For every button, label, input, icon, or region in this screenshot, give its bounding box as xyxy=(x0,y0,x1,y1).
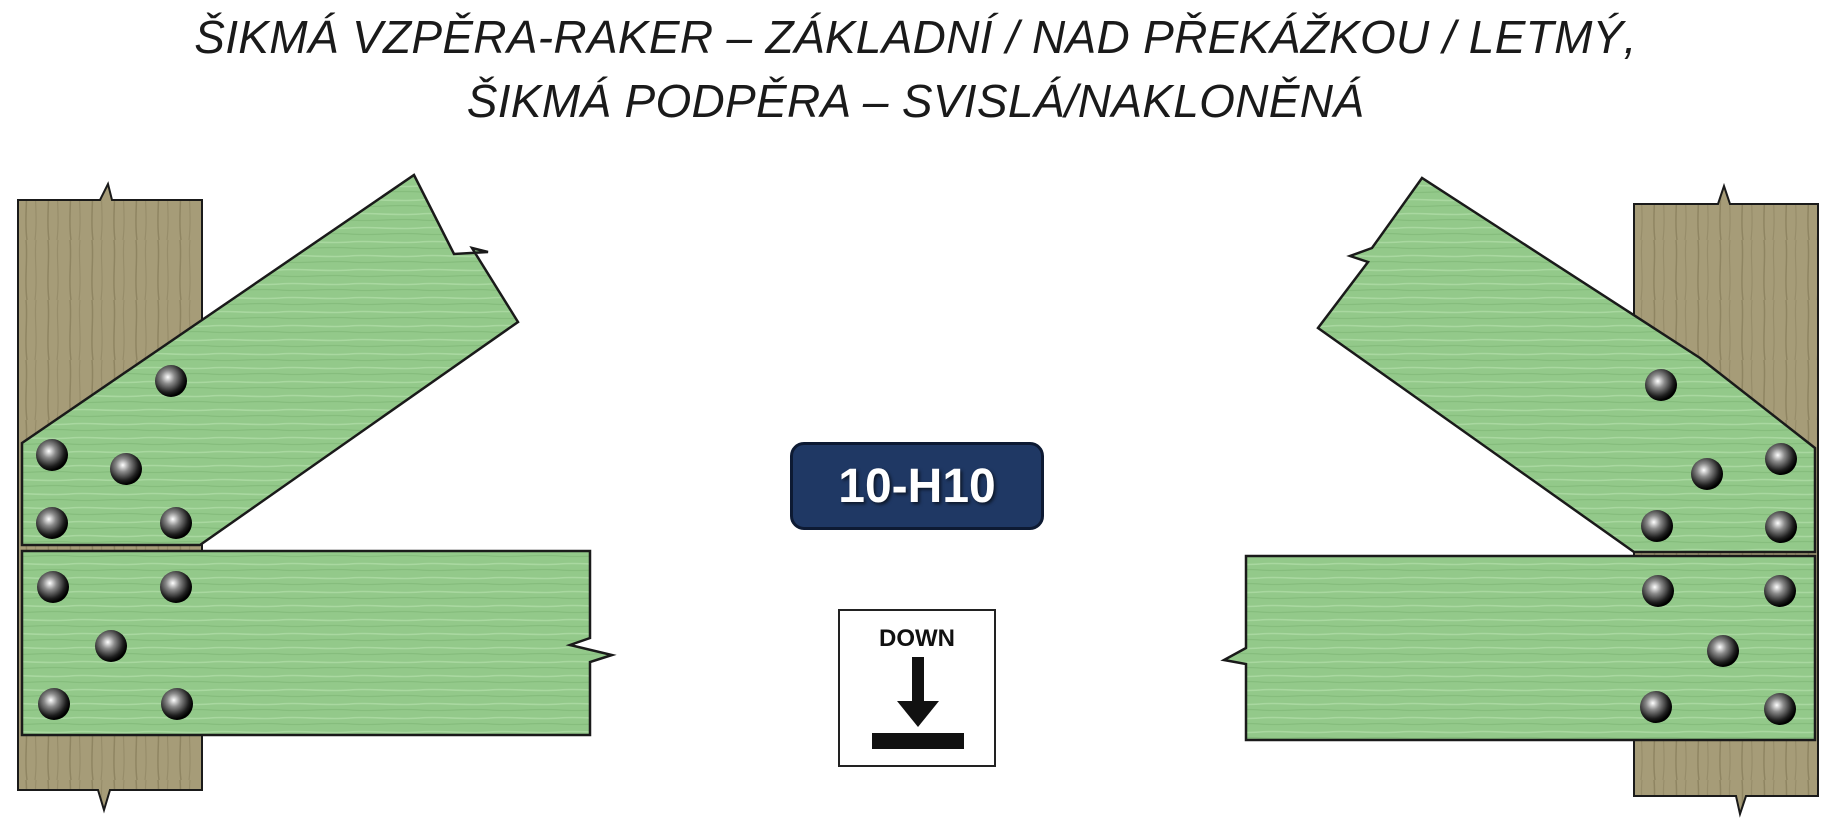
right-assembly xyxy=(1220,176,1819,818)
connection-code-badge: 10-H10 xyxy=(790,442,1044,530)
bolt-icon xyxy=(1641,510,1673,542)
bolt-icon xyxy=(161,688,193,720)
left-bolts xyxy=(36,365,193,720)
bolt-icon xyxy=(36,439,68,471)
connection-code-label: 10-H10 xyxy=(838,459,996,513)
bolt-icon xyxy=(1765,443,1797,475)
bolt-icon xyxy=(1764,693,1796,725)
bolt-icon xyxy=(1640,691,1672,723)
right-bolts xyxy=(1640,369,1797,725)
bolt-icon xyxy=(1764,575,1796,607)
title-line-2: ŠIKMÁ PODPĚRA – SVISLÁ/NAKLONĚNÁ xyxy=(466,75,1365,127)
bolt-icon xyxy=(155,365,187,397)
down-label: DOWN xyxy=(879,625,955,652)
down-orientation-sign: DOWN xyxy=(838,609,996,767)
left-raker-brace xyxy=(20,173,520,547)
title-line-1: ŠIKMÁ VZPĚRA-RAKER – ZÁKLADNÍ / NAD PŘEK… xyxy=(194,11,1637,63)
bolt-icon xyxy=(38,688,70,720)
bolt-icon xyxy=(37,571,69,603)
bolt-icon xyxy=(1707,635,1739,667)
bolt-icon xyxy=(95,630,127,662)
bolt-icon xyxy=(160,571,192,603)
bolt-icon xyxy=(1691,458,1723,490)
bolt-icon xyxy=(1642,575,1674,607)
bolt-icon xyxy=(110,453,142,485)
bolt-icon xyxy=(1645,369,1677,401)
right-raker-brace xyxy=(1316,176,1817,554)
bolt-icon xyxy=(36,507,68,539)
bolt-icon xyxy=(160,507,192,539)
bolt-icon xyxy=(1765,511,1797,543)
left-assembly xyxy=(17,173,617,814)
